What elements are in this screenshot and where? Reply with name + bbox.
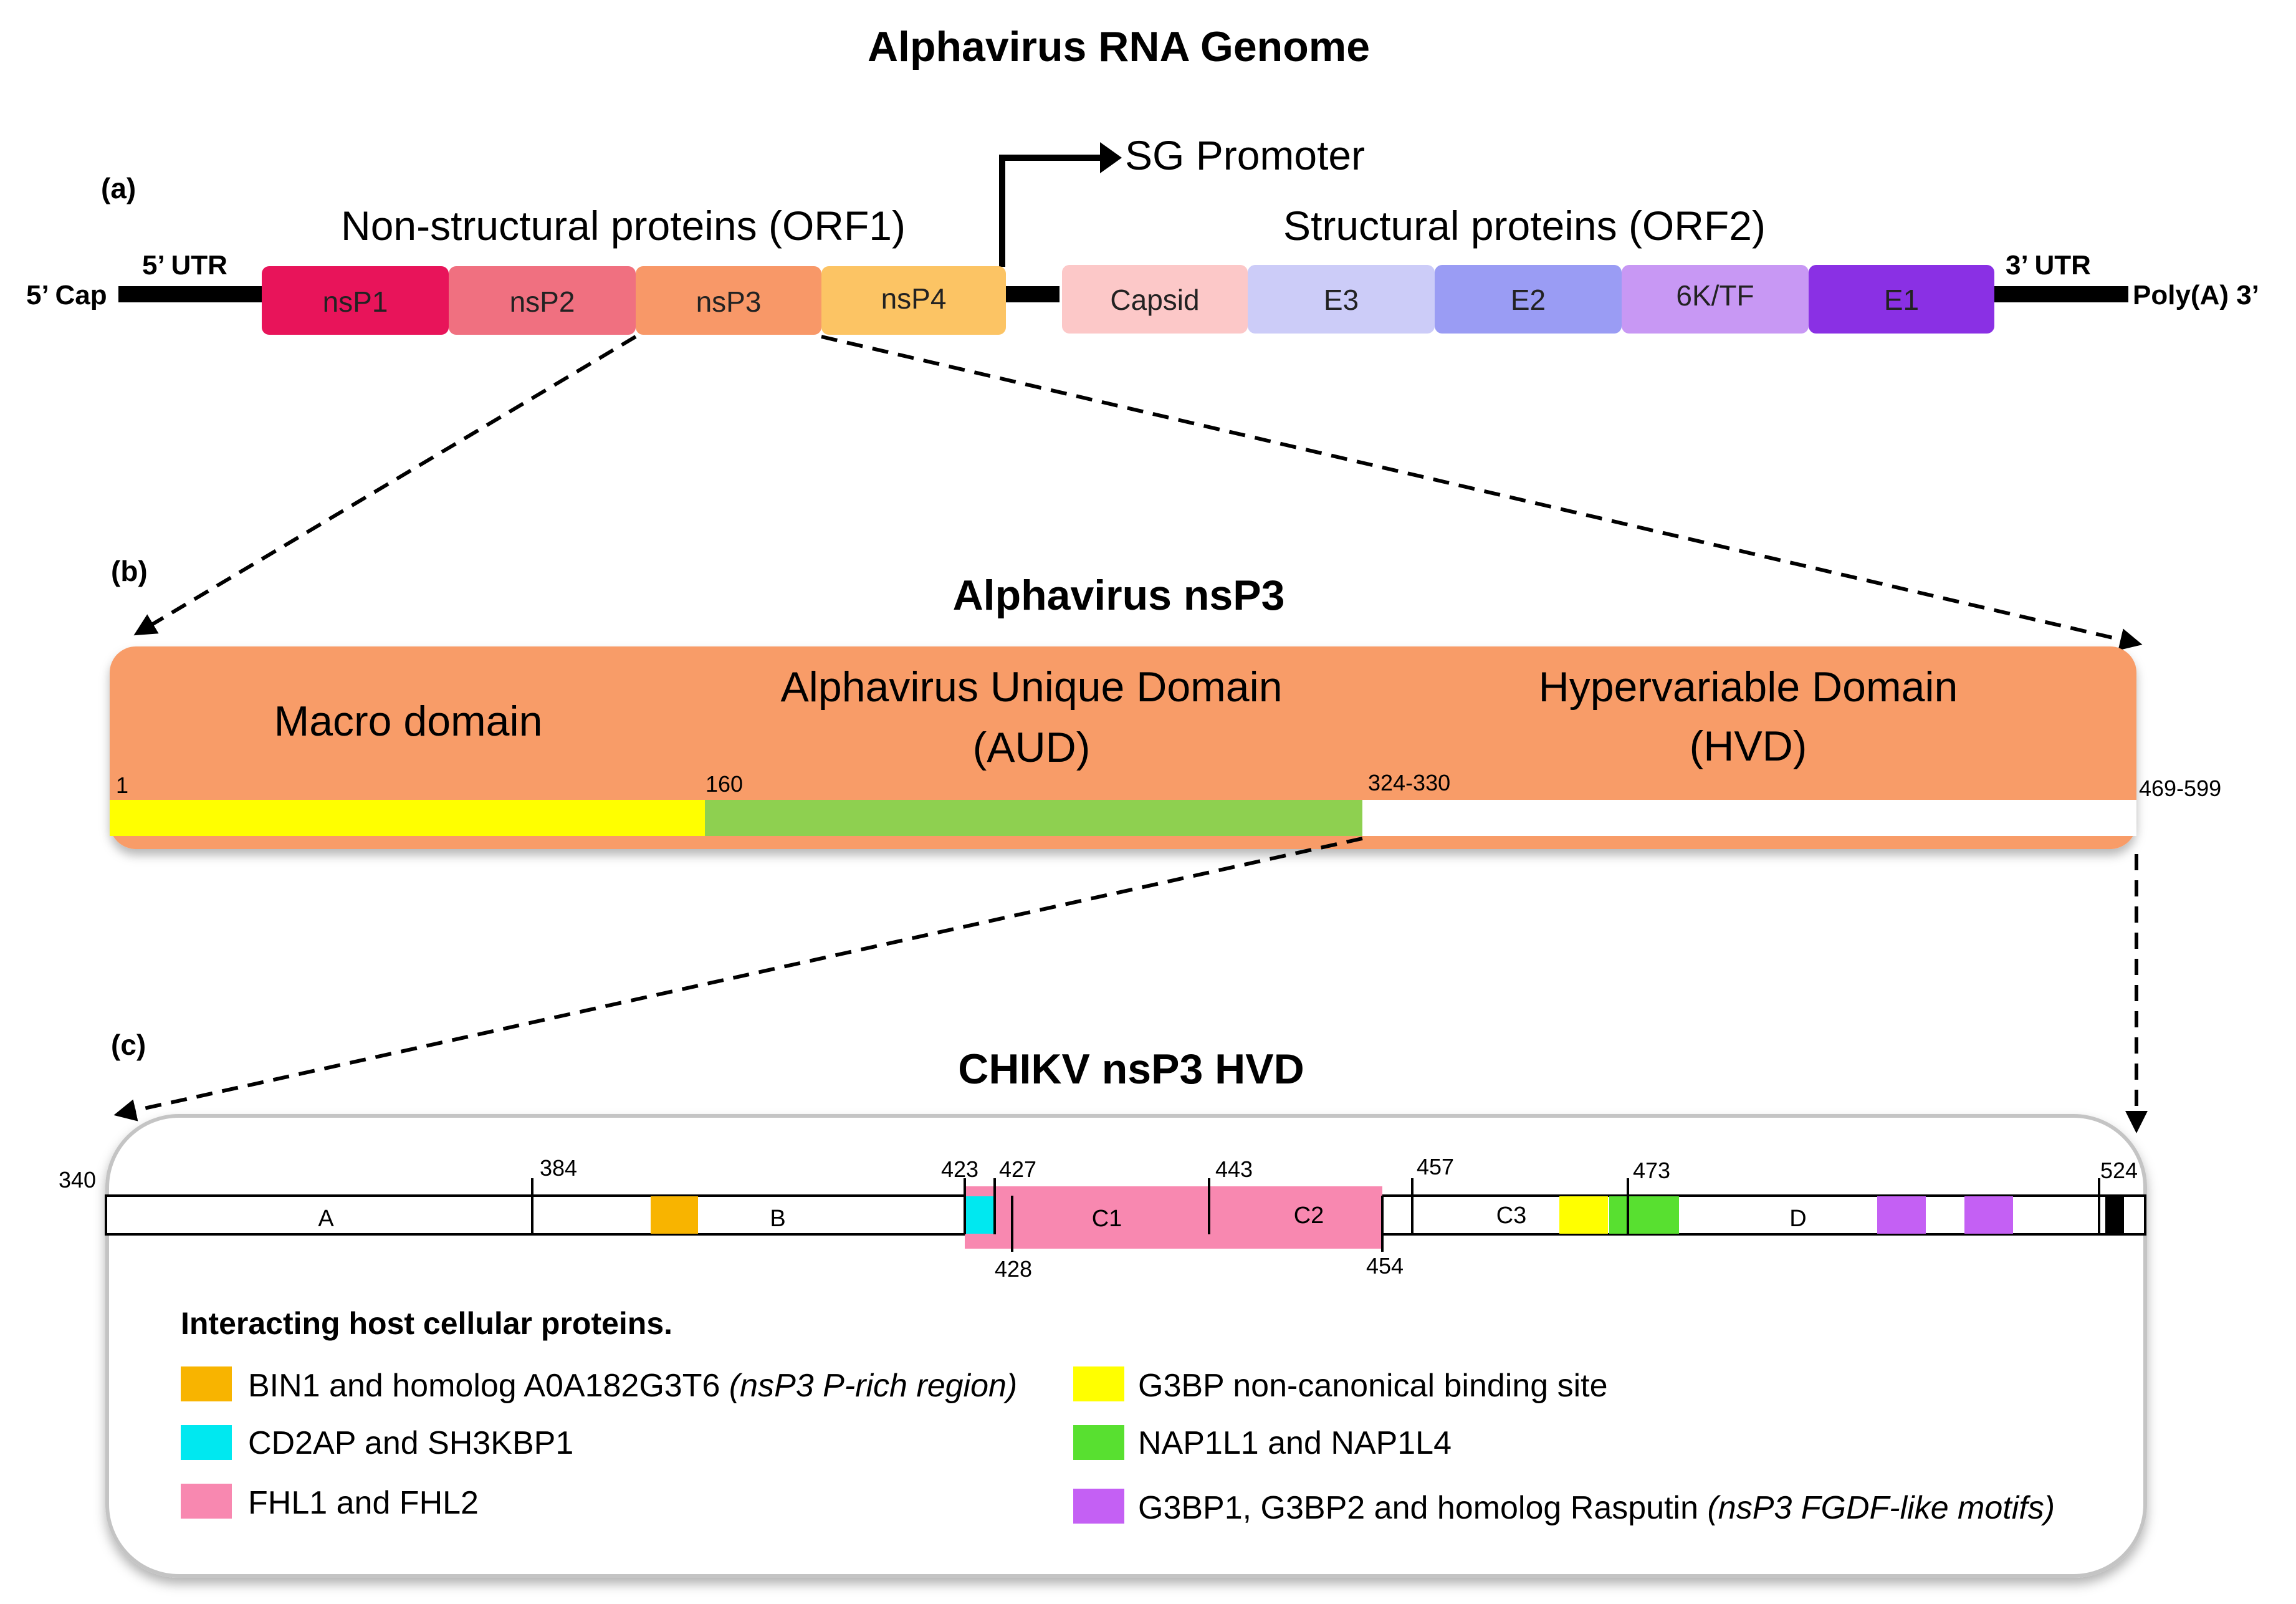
e1-box: E1 [1809, 265, 1994, 334]
pos-340: 340 [59, 1167, 96, 1193]
segment-a: A [318, 1206, 334, 1232]
fgdf-motif-2 [1964, 1196, 2013, 1234]
nsp3-label: nsP3 [696, 286, 762, 318]
nsp3-box: nsP3 [636, 266, 821, 335]
sg-promoter-arrowhead [1100, 142, 1122, 173]
capsid-box: Capsid [1062, 265, 1248, 334]
legend-item-fgdf: G3BP1, G3BP2 and homolog Rasputin (nsP3 … [1073, 1489, 2055, 1526]
polya-label: Poly(A) 3’ [2133, 280, 2259, 310]
legend-item-nap1l: NAP1L1 and NAP1L4 [1073, 1425, 1452, 1461]
e2-label: E2 [1511, 284, 1546, 316]
segment-c1: C1 [1092, 1206, 1122, 1232]
pos-427: 427 [999, 1156, 1036, 1182]
svg-text:G3BP1, G3BP2 and homolog Raspu: G3BP1, G3BP2 and homolog Rasputin (nsP3 … [1138, 1490, 2055, 1526]
panel-a-label: (a) [101, 172, 136, 204]
nsp3-title: Alphavirus nsP3 [953, 572, 1285, 619]
aud-label-line2: (AUD) [973, 724, 1091, 771]
legend-item-fhl: FHL1 and FHL2 [181, 1484, 479, 1521]
panel-b-label: (b) [111, 555, 148, 587]
capsid-label: Capsid [1110, 284, 1199, 316]
pos-473: 473 [1633, 1158, 1670, 1183]
legend-fhl-label: FHL1 and FHL2 [248, 1485, 479, 1521]
pos-443: 443 [1215, 1156, 1253, 1182]
hvd-bar [1362, 800, 2136, 836]
pos-423: 423 [941, 1156, 978, 1182]
e2-box: E2 [1435, 265, 1622, 334]
bin1-motif [651, 1196, 698, 1234]
panel-c-label: (c) [111, 1029, 146, 1061]
pos-469-599: 469-599 [2139, 776, 2221, 801]
terminal-block [2105, 1196, 2124, 1234]
pos-428: 428 [995, 1256, 1032, 1282]
e1-label: E1 [1884, 284, 1919, 316]
utr3-label: 3’ UTR [2006, 250, 2091, 281]
aud-bar [705, 800, 1362, 836]
sg-promoter-label: SG Promoter [1125, 132, 1365, 178]
e3-label: E3 [1324, 284, 1359, 316]
6k-tf-label: 6K/TF [1676, 279, 1754, 312]
pos-160: 160 [706, 771, 743, 797]
legend-cd2ap-label: CD2AP and SH3KBP1 [248, 1425, 573, 1461]
nsp1-label: nsP1 [323, 286, 388, 318]
legend-nap1l-label: NAP1L1 and NAP1L4 [1138, 1425, 1452, 1461]
hvd-label-line1: Hypervariable Domain [1539, 663, 1958, 711]
legend-item-g3bp-noncanonical: G3BP non-canonical binding site [1073, 1366, 1608, 1404]
utr5-line [118, 286, 263, 302]
pos-324-330: 324-330 [1368, 770, 1450, 795]
utr5-label: 5’ UTR [142, 250, 227, 281]
nsp4-box: nsP4 [821, 266, 1006, 335]
legend-title: Interacting host cellular proteins. [181, 1306, 672, 1341]
utr3-line [1988, 286, 2128, 302]
fhl-motif [965, 1186, 1382, 1249]
legend-item-cd2ap: CD2AP and SH3KBP1 [181, 1425, 573, 1461]
6k-tf-box: 6K/TF [1622, 265, 1809, 334]
pos-454: 454 [1366, 1253, 1404, 1279]
pos-457: 457 [1417, 1154, 1454, 1179]
macro-domain-label: Macro domain [274, 698, 543, 745]
aud-label-line1: Alphavirus Unique Domain [780, 663, 1282, 711]
legend-fgdf-note: (nsP3 FGDF-like motifs) [1707, 1490, 2055, 1526]
segment-b: B [770, 1206, 785, 1232]
sg-promoter-arrow [999, 155, 1103, 267]
zoom-line-a-right [821, 335, 2143, 651]
cap-label: 5’ Cap [26, 280, 107, 310]
zoom-line-a-left [133, 335, 637, 636]
e3-box: E3 [1248, 265, 1435, 334]
svg-text:BIN1 and homolog A0A182G3T6 (n: BIN1 and homolog A0A182G3T6 (nsP3 P-rich… [248, 1368, 1017, 1404]
pos-1: 1 [116, 772, 128, 798]
figure-title: Alphavirus RNA Genome [868, 23, 1370, 70]
nsp2-box: nsP2 [449, 266, 636, 335]
nsp3-body [110, 646, 2136, 849]
segment-c3: C3 [1496, 1203, 1527, 1229]
legend-fgdf-label: G3BP1, G3BP2 and homolog Rasputin [1138, 1490, 1707, 1526]
zoom-line-b-left [113, 837, 1363, 1121]
linker-line [1003, 286, 1060, 302]
nonstructural-title: Non-structural proteins (ORF1) [341, 203, 906, 249]
hvd-title: CHIKV nsP3 HVD [958, 1045, 1304, 1093]
segment-c2: C2 [1294, 1203, 1324, 1229]
segment-d: D [1789, 1206, 1806, 1232]
legend-bin1-label: BIN1 and homolog A0A182G3T6 [248, 1368, 729, 1404]
nap1l-motif [1609, 1196, 1679, 1234]
legend-bin1-note: (nsP3 P-rich region) [729, 1368, 1017, 1404]
fgdf-motif-1 [1877, 1196, 1926, 1234]
macro-domain-bar [110, 800, 705, 836]
nsp1-box: nsP1 [262, 266, 449, 335]
cd2ap-motif [966, 1196, 996, 1234]
hvd-label-line2: (HVD) [1690, 723, 1807, 770]
nsp2-label: nsP2 [510, 286, 575, 318]
pos-524: 524 [2100, 1158, 2138, 1183]
legend-item-bin1: BIN1 and homolog A0A182G3T6 (nsP3 P-rich… [181, 1366, 1017, 1404]
pos-384: 384 [540, 1155, 577, 1181]
g3bp-noncanonical-motif [1559, 1196, 1608, 1234]
structural-title: Structural proteins (ORF2) [1283, 203, 1766, 249]
legend-g3bp-noncanonical-label: G3BP non-canonical binding site [1138, 1368, 1608, 1404]
nsp4-label: nsP4 [881, 282, 947, 315]
